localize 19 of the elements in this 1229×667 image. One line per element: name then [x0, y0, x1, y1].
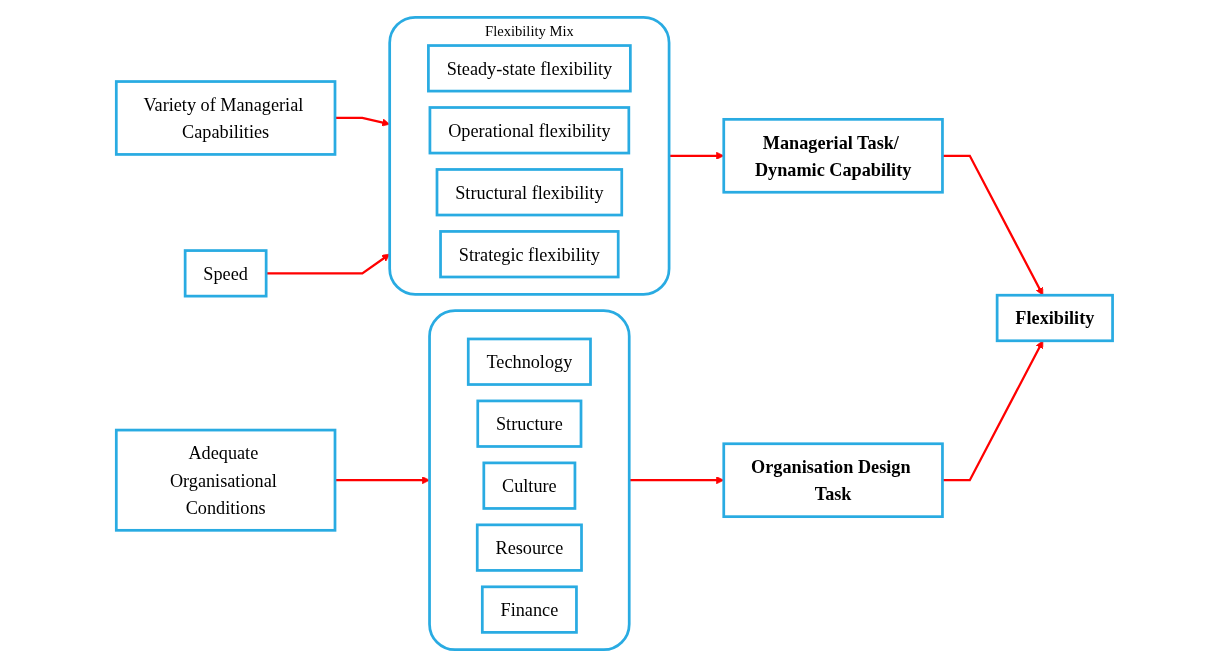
arrow	[335, 476, 430, 485]
arrow	[942, 154, 1044, 296]
node-box: Flexibility	[995, 293, 1114, 343]
node-box: Speed	[183, 249, 268, 298]
arrow	[942, 340, 1044, 482]
node-box: Culture	[482, 461, 577, 510]
node-box: Structural flexibility	[435, 168, 624, 217]
node-box: Strategic flexibility	[439, 230, 620, 279]
node-box: Structure	[476, 399, 583, 448]
node-box: Managerial Task/ Dynamic Capability	[722, 118, 944, 194]
cluster	[428, 309, 631, 652]
node-box: Operational flexibility	[428, 106, 631, 155]
node-box: Resource	[475, 523, 583, 572]
node-box: Adequate Organisational Conditions	[115, 428, 337, 532]
node-box: Finance	[481, 585, 578, 634]
node-box: Organisation Design Task	[722, 442, 944, 518]
node-box: Technology	[466, 337, 592, 386]
node-box: Steady-state flexibility	[427, 44, 632, 93]
node-box: Variety of Managerial Capabilities	[115, 80, 337, 156]
